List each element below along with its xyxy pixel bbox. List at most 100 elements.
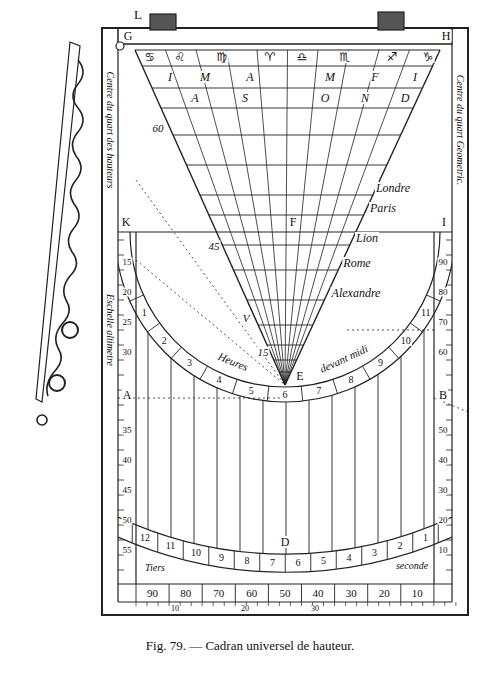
engraved-line — [334, 584, 335, 602]
engraved-line — [258, 325, 313, 326]
engraved-line — [118, 375, 124, 376]
engraved-line — [136, 260, 285, 385]
dial-label: F — [289, 216, 298, 228]
dial-label: ♎ — [296, 51, 309, 63]
engraved-line — [232, 379, 237, 393]
dial-label: M — [324, 71, 336, 83]
dial-label: 11 — [420, 308, 432, 318]
engraved-line — [235, 602, 236, 606]
engraved-line — [444, 602, 445, 606]
dial-label: B — [438, 389, 448, 401]
dial-label: 10 — [170, 605, 180, 613]
dial-label: H — [441, 30, 452, 42]
engraved-line — [191, 602, 192, 606]
dial-label: Londre — [375, 182, 411, 194]
engraved-line — [202, 584, 203, 602]
dial-label: 8 — [348, 375, 355, 385]
engraved-line — [213, 602, 214, 606]
engraved-line — [422, 602, 423, 606]
dial-label: devant midi — [318, 343, 371, 376]
dial-label: ♏ — [339, 51, 352, 63]
engraved-line — [257, 602, 258, 606]
engraved-line — [173, 135, 401, 136]
engraved-line — [285, 554, 286, 572]
dial-label: 2 — [397, 541, 404, 551]
engraved-line — [446, 360, 452, 361]
engraved-line — [446, 300, 452, 301]
engraved-line — [336, 551, 337, 569]
engraved-line — [268, 602, 269, 606]
engraved-line — [367, 584, 368, 602]
dial-label: 6 — [295, 558, 302, 568]
engraved-line — [267, 386, 269, 401]
engraved-line — [257, 50, 285, 385]
engraved-line — [118, 405, 124, 406]
engraved-line — [345, 330, 434, 331]
engraved-line — [217, 388, 218, 548]
engraved-line — [148, 333, 149, 530]
dial-label: 35 — [122, 426, 133, 435]
engraved-line — [259, 553, 260, 571]
engraved-line — [118, 345, 124, 346]
dial-label: ♐ — [386, 51, 399, 63]
dial-label: ♈ — [264, 51, 277, 63]
engraved-line — [446, 555, 452, 556]
engraved-line — [367, 602, 368, 606]
engraved-line — [169, 584, 170, 602]
engraved-line — [202, 602, 203, 606]
dial-label: ♋ — [144, 51, 157, 63]
dial-label: Tiers — [144, 563, 166, 573]
engraved-line — [136, 602, 137, 606]
engraved-line — [240, 396, 241, 551]
engraved-line — [208, 547, 209, 565]
engraved-line — [387, 541, 388, 560]
engraved-line — [361, 546, 362, 564]
engraved-line — [286, 402, 287, 554]
dial-label: I — [412, 71, 418, 83]
engraved-line — [152, 88, 422, 89]
engraved-line — [161, 108, 413, 109]
engraved-line — [279, 372, 291, 373]
engraved-line — [224, 602, 225, 606]
engraved-line — [446, 510, 452, 511]
engraved-line — [171, 358, 172, 537]
engraved-line — [132, 523, 133, 542]
dial-label: 4 — [215, 375, 222, 385]
dial-label: D — [280, 536, 291, 548]
engraved-line — [118, 398, 285, 399]
dial-label: E — [295, 370, 304, 382]
dial-label: 7 — [269, 558, 276, 568]
dial-label: 90 — [438, 258, 449, 267]
dial-label: Heures — [215, 350, 250, 373]
engraved-line — [334, 602, 335, 606]
engraved-line — [274, 360, 297, 361]
dial-label: 10 — [411, 588, 424, 599]
dial-label: I — [167, 71, 173, 83]
engraved-line — [363, 366, 371, 379]
engraved-line — [310, 553, 311, 571]
engraved-line — [227, 50, 286, 385]
engraved-line — [411, 602, 412, 606]
dial-label: 40 — [438, 456, 449, 465]
engraved-line — [147, 602, 148, 606]
dial-label: 70 — [212, 588, 225, 599]
dial-label: 60 — [245, 588, 258, 599]
dial-label: 7 — [315, 386, 322, 396]
engraved-line — [118, 525, 124, 526]
dial-label: 30 — [122, 348, 133, 357]
dial-label: M — [199, 71, 211, 83]
engraved-line — [400, 602, 401, 606]
engraved-line — [378, 602, 379, 606]
engraved-line — [147, 323, 159, 332]
engraved-line — [200, 195, 373, 196]
engraved-line — [136, 180, 285, 385]
dial-label: 20 — [240, 605, 250, 613]
dial-label: Alexandre — [331, 287, 382, 299]
engraved-line — [301, 584, 302, 602]
engraved-line — [267, 345, 303, 346]
dial-label: 15 — [257, 347, 270, 358]
dial-label: 5 — [248, 386, 255, 396]
dial-label: 60 — [438, 348, 449, 357]
engraved-line — [222, 245, 349, 246]
